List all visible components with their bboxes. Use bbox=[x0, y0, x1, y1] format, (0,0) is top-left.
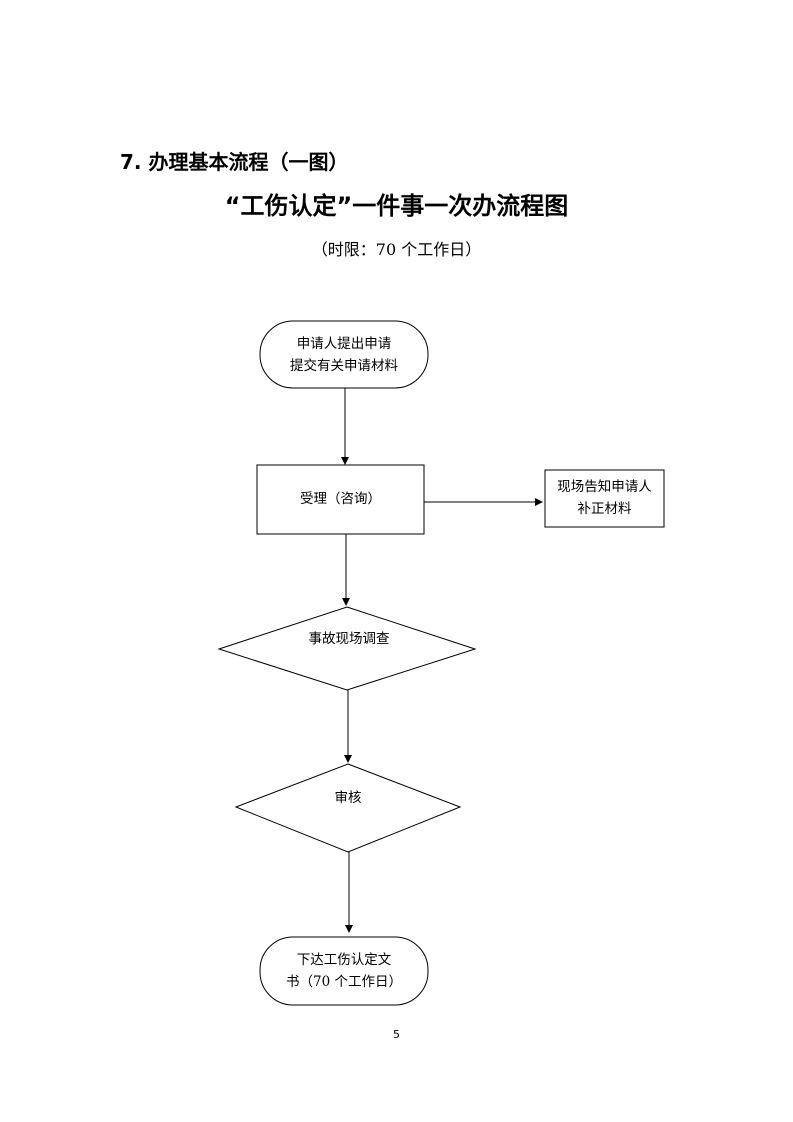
review-label: 审核 bbox=[334, 790, 362, 806]
notify-line-1: 现场告知申请人 bbox=[557, 479, 652, 495]
document-title: “工伤认定”一件事一次办流程图 bbox=[224, 192, 569, 220]
section-heading: 7. 办理基本流程（一图） bbox=[120, 150, 349, 174]
start-line-2: 提交有关申请材料 bbox=[290, 358, 398, 374]
investigate-decision-diamond bbox=[217, 606, 477, 691]
notify-line-2: 补正材料 bbox=[577, 501, 632, 517]
time-limit-subtitle: （时限：70 个工作日） bbox=[311, 240, 482, 259]
review-decision-diamond bbox=[234, 763, 462, 853]
start-line-1: 申请人提出申请 bbox=[296, 336, 392, 352]
end-terminator bbox=[259, 936, 429, 1006]
page-number: 5 bbox=[393, 1028, 400, 1041]
accept-process-box bbox=[256, 464, 425, 535]
investigate-label: 事故现场调查 bbox=[308, 631, 390, 647]
start-terminator bbox=[259, 320, 429, 389]
end-line-1: 下达工伤认定文 bbox=[296, 952, 392, 968]
end-line-2: 书（70 个工作日） bbox=[286, 974, 402, 990]
notify-process-box bbox=[544, 469, 665, 528]
accept-label: 受理（咨询） bbox=[300, 491, 381, 507]
